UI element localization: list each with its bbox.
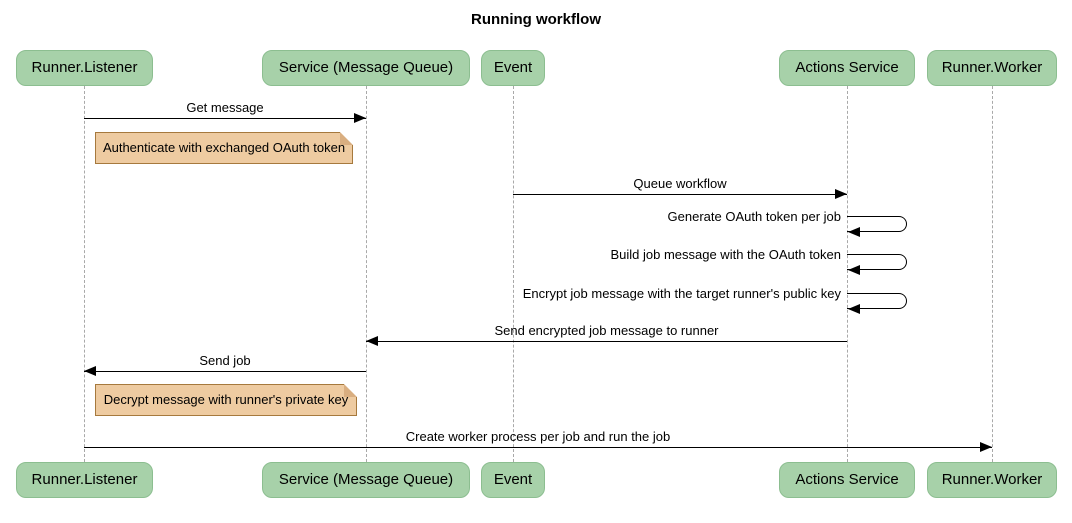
note-authenticate: Authenticate with exchanged OAuth token	[95, 132, 353, 164]
participant-box-event-bottom: Event	[481, 462, 545, 498]
arrowhead-right-icon	[835, 189, 847, 199]
arrowhead-left-icon	[848, 227, 860, 237]
lifeline-runner-worker	[992, 86, 993, 462]
message-label-build-job-message: Build job message with the OAuth token	[610, 247, 841, 262]
self-loop-encrypt-job-message	[847, 293, 907, 309]
message-arrow-queue-workflow	[513, 194, 847, 195]
participant-box-event-top: Event	[481, 50, 545, 86]
participant-box-runner-listener-bottom: Runner.Listener	[16, 462, 153, 498]
lifeline-actions-service	[847, 86, 848, 462]
participant-box-service-message-queue-bottom: Service (Message Queue)	[262, 462, 470, 498]
self-loop-build-job-message	[847, 254, 907, 270]
note-fold-icon	[344, 384, 357, 397]
arrowhead-right-icon	[354, 113, 366, 123]
participant-box-runner-listener-top: Runner.Listener	[16, 50, 153, 86]
message-label-create-worker: Create worker process per job and run th…	[405, 429, 671, 444]
message-label-get-message: Get message	[186, 100, 264, 115]
note-decrypt: Decrypt message with runner's private ke…	[95, 384, 357, 416]
message-label-encrypt-job-message: Encrypt job message with the target runn…	[522, 286, 841, 301]
message-label-send-job: Send job	[199, 353, 251, 368]
message-arrow-create-worker	[84, 447, 992, 448]
message-arrow-send-job	[84, 371, 366, 372]
arrowhead-left-icon	[848, 265, 860, 275]
arrowhead-left-icon	[848, 304, 860, 314]
lifeline-runner-listener	[84, 86, 85, 462]
message-arrow-get-message	[84, 118, 366, 119]
lifeline-service-message-queue	[366, 86, 367, 462]
arrowhead-left-icon	[366, 336, 378, 346]
note-decrypt-text: Decrypt message with runner's private ke…	[103, 392, 349, 407]
note-fold-icon	[340, 132, 353, 145]
arrowhead-right-icon	[980, 442, 992, 452]
participant-box-actions-service-bottom: Actions Service	[779, 462, 915, 498]
self-loop-generate-token	[847, 216, 907, 232]
note-authenticate-text: Authenticate with exchanged OAuth token	[102, 140, 346, 155]
message-label-send-encrypted: Send encrypted job message to runner	[494, 323, 719, 338]
participant-box-actions-service-top: Actions Service	[779, 50, 915, 86]
message-label-queue-workflow: Queue workflow	[633, 176, 727, 191]
arrowhead-left-icon	[84, 366, 96, 376]
participant-box-runner-worker-top: Runner.Worker	[927, 50, 1057, 86]
diagram-title: Running workflow	[471, 11, 601, 28]
participant-box-service-message-queue-top: Service (Message Queue)	[262, 50, 470, 86]
participant-box-runner-worker-bottom: Runner.Worker	[927, 462, 1057, 498]
message-arrow-send-encrypted	[366, 341, 847, 342]
lifeline-event	[513, 86, 514, 462]
message-label-generate-token: Generate OAuth token per job	[667, 209, 841, 224]
